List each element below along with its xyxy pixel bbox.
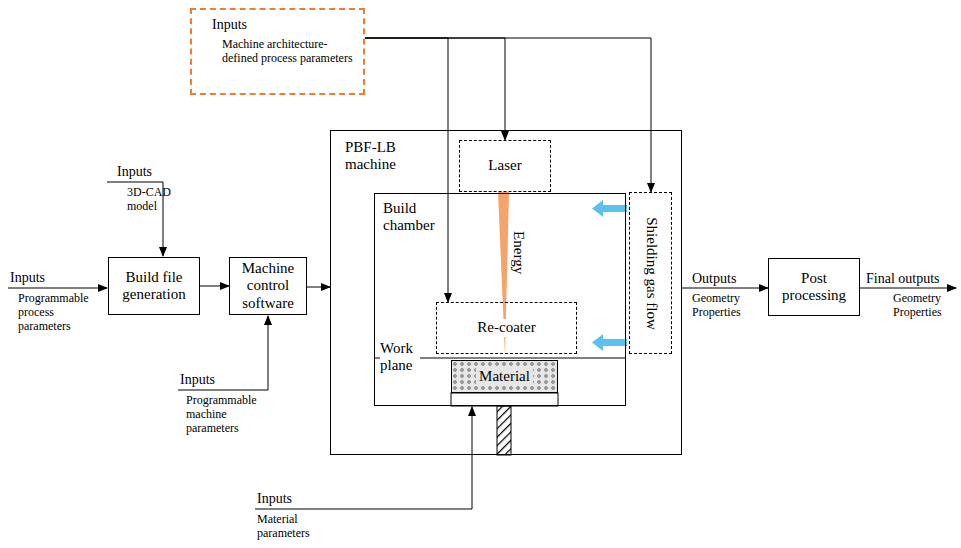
annotation-label: Programmable machine parameters: [186, 394, 276, 435]
process-box: Machine control software: [229, 257, 307, 315]
node-label: Material: [476, 368, 533, 385]
annotation-label: Final outputs: [866, 271, 956, 287]
drawing-part: [592, 334, 603, 351]
annotation-label: Programmable process parameters: [18, 292, 106, 333]
annotation-label: Outputs: [692, 271, 762, 287]
material-bed: Material: [451, 360, 558, 393]
gas-flow-arrows: [592, 200, 627, 351]
machine-box: PBF-LB machineLaserBuild chamberRe-coate…: [330, 130, 682, 455]
annotation-label: Geometry Properties: [893, 292, 957, 320]
drawing-part: [8, 288, 107, 289]
drawing-part: [178, 316, 268, 390]
drawing-part: [603, 205, 627, 212]
annotation-label: Geometry Properties: [692, 292, 762, 320]
process-box: Post processing: [768, 258, 860, 316]
node-label: Shielding gas flow: [642, 217, 659, 330]
annotation-label: Inputs: [257, 491, 317, 507]
input-arrows: [8, 182, 472, 509]
input-heading: Inputs: [212, 17, 247, 33]
connector-arrow: [365, 38, 651, 192]
input-box: InputsMachine architecture-defined proce…: [190, 8, 365, 95]
drawing-part: [603, 339, 627, 346]
node-label: Laser: [488, 157, 521, 174]
annotation-label: 3D-CAD model: [127, 186, 182, 214]
annotation-label: Material parameters: [257, 513, 347, 541]
node-title: Build chamber: [383, 200, 445, 235]
input-detail: Machine architecture-defined process par…: [222, 38, 360, 66]
annotation-label: Energy: [509, 223, 526, 283]
node-title: PBF-LB machine: [345, 139, 425, 174]
laser-box: Laser: [459, 140, 551, 192]
gas-flow-box: Shielding gas flow: [629, 192, 672, 354]
connector-arrow: [307, 287, 330, 288]
drawing-part: [255, 407, 472, 509]
annotation-label: Inputs: [117, 164, 177, 180]
connector-arrow: [365, 38, 505, 140]
annotation-label: Inputs: [180, 372, 240, 388]
node-label: Machine control software: [230, 260, 306, 312]
recoater-box: Re-coater: [436, 302, 577, 354]
final-output-arrow: [860, 288, 956, 289]
node-label: Post processing: [769, 270, 859, 305]
annotation-label: Work plane: [380, 340, 420, 375]
connector-arrow: [200, 286, 229, 287]
piston-shaft: [497, 406, 511, 455]
drawing-part: [592, 200, 603, 217]
process-box: Build file generation: [108, 257, 200, 315]
node-label: Re-coater: [474, 319, 538, 336]
annotation-label: Inputs: [10, 270, 70, 286]
node-label: Build file generation: [109, 269, 199, 304]
build-platform: [451, 393, 558, 406]
connector-arrow: [682, 288, 768, 289]
